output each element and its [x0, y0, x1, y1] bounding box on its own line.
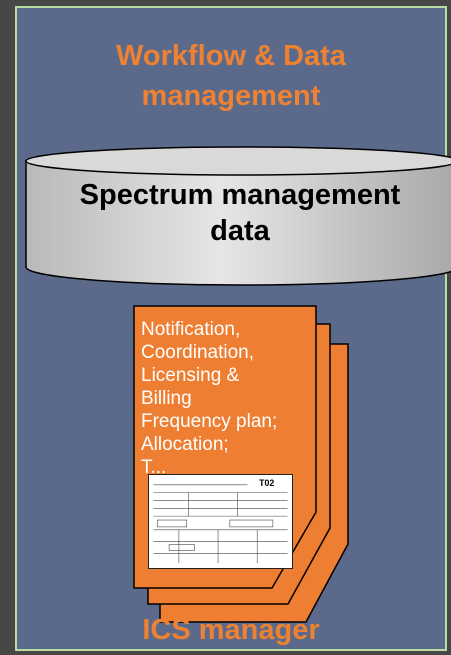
database-label-line-2: data: [210, 215, 270, 247]
documents-line: Frequency plan;: [141, 411, 278, 432]
documents-text: Notification, Coordination, Licensing & …: [141, 318, 326, 521]
left-margin-bar: [0, 0, 15, 655]
workflow-title: Workflow & Data management: [15, 36, 447, 116]
workflow-title-line-1: Workflow & Data: [116, 40, 346, 72]
documents-line: Notification,: [141, 319, 241, 340]
documents-line: Billing: [141, 388, 192, 409]
form-code: T02: [259, 478, 274, 488]
database-label: Spectrum management data: [24, 177, 451, 249]
database-label-line-1: Spectrum management: [79, 179, 401, 211]
workflow-title-line-2: management: [141, 80, 321, 112]
documents-line: T...: [141, 457, 167, 478]
database-cylinder-icon: [25, 146, 451, 286]
documents-line: Licensing &: [141, 365, 240, 386]
documents-line: Allocation;: [141, 434, 229, 455]
manager-title: ICS manager: [142, 614, 320, 646]
documents-line: Coordination,: [141, 342, 255, 363]
form-thumbnail-icon: T02: [148, 474, 293, 569]
